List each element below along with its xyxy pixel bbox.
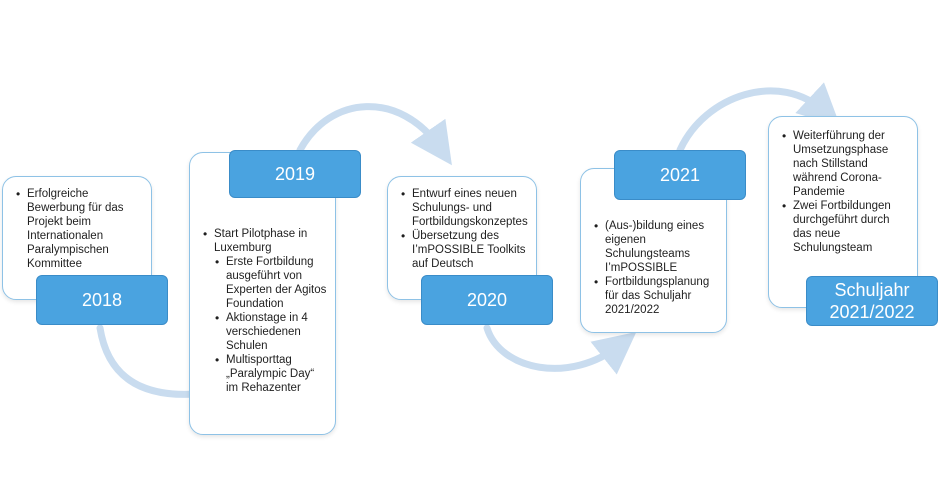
arrow-2019-2020 — [296, 103, 452, 166]
year-label-schuljahr-2021-2022: Schuljahr 2021/2022 — [806, 276, 938, 326]
list-item: Aktionstage in 4 verschiedenen Schulen — [215, 311, 329, 353]
card-2019: Start Pilotphase in Luxemburg Erste Fort… — [189, 152, 336, 435]
list-item: Erfolgreiche Bewerbung für das Projekt b… — [16, 187, 143, 271]
list-item: Erste Fortbildung ausgeführt von Experte… — [215, 255, 329, 311]
list-item: Multisporttag „Paralympic Day“ im Rehaze… — [215, 353, 329, 395]
year-label-2020: 2020 — [421, 275, 553, 325]
year-label-2019: 2019 — [229, 150, 361, 198]
list-2020: Entwurf eines neuen Schulungs- und Fortb… — [396, 187, 530, 271]
card-2018: Erfolgreiche Bewerbung für das Projekt b… — [2, 176, 152, 300]
list-2019: Start Pilotphase in Luxemburg Erste Fort… — [198, 227, 329, 395]
list-item: Übersetzung des I’mPOSSIBLE Toolkits auf… — [401, 229, 530, 271]
list-item: Start Pilotphase in Luxemburg — [203, 227, 329, 255]
list-item: Fortbildungsplanung für das Schuljahr 20… — [594, 275, 720, 317]
list-item: Weiterführung der Umsetzungsphase nach S… — [782, 129, 911, 199]
year-label-2021: 2021 — [614, 150, 746, 200]
arrow-2020-2021 — [483, 324, 637, 375]
arrow-2021-schuljahr — [676, 82, 841, 154]
list-item: (Aus-)bildung eines eigenen Schulungstea… — [594, 219, 720, 275]
list-2021: (Aus-)bildung eines eigenen Schulungstea… — [589, 219, 720, 317]
list-schuljahr-2021-2022: Weiterführung der Umsetzungsphase nach S… — [777, 129, 911, 255]
list-2018: Erfolgreiche Bewerbung für das Projekt b… — [11, 187, 143, 271]
year-label-2018: 2018 — [36, 275, 168, 325]
list-item: Zwei Fortbildungen durchgeführt durch da… — [782, 199, 911, 255]
list-item: Entwurf eines neuen Schulungs- und Fortb… — [401, 187, 530, 229]
